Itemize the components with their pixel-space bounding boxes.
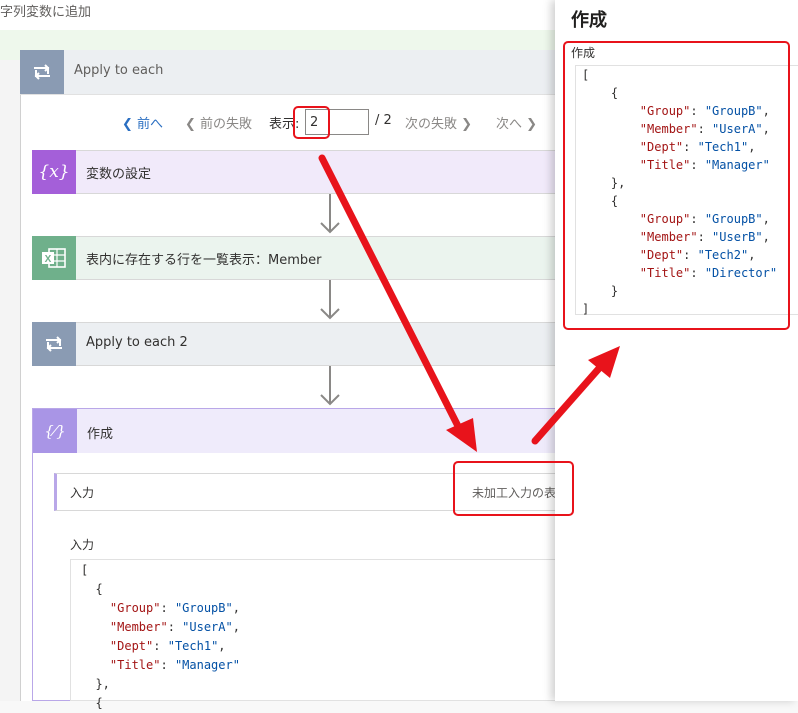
code-line: "Group": "GroupB",: [639, 212, 770, 226]
flow-arrow-icon: [320, 194, 340, 234]
code-line: "Dept": "Tech1",: [109, 639, 226, 653]
compose-input-label: 入力: [70, 538, 95, 552]
flow-arrow-icon: [320, 280, 340, 320]
compose-icon: {⁄}: [33, 409, 77, 453]
loop-icon: [20, 50, 64, 94]
code-line: "Member": "UserB",: [639, 230, 770, 244]
compose-input-row-label: 入力: [70, 486, 95, 500]
code-line: "Title": "Manager": [639, 158, 770, 172]
pager-prev-button[interactable]: ❮ 前へ: [122, 117, 164, 132]
show-raw-inputs-link[interactable]: 未加工入力の表: [472, 486, 557, 500]
pager-prev-failure-button[interactable]: ❮ 前の失敗: [185, 117, 253, 132]
code-line: },: [582, 176, 626, 190]
step-apply-to-each-2[interactable]: [32, 322, 560, 366]
code-line: "Title": "Manager": [109, 658, 240, 672]
previous-step-title: 字列変数に追加: [0, 5, 92, 20]
compose-input-row[interactable]: [54, 473, 560, 511]
chevron-right-icon: ❯: [457, 117, 473, 132]
code-line: [: [582, 68, 590, 82]
code-line: {: [582, 194, 619, 208]
code-line: "Title": "Director": [639, 266, 778, 280]
excel-icon: X: [32, 236, 76, 280]
code-line: "Member": "UserA",: [109, 620, 240, 634]
compose-input-code: [ { "Group": "GroupB", "Member": "UserA"…: [70, 559, 560, 710]
step-set-variable[interactable]: [32, 150, 560, 194]
pager-next-failure-button[interactable]: 次の失敗 ❯: [405, 117, 473, 132]
code-line: {: [81, 582, 103, 596]
code-line: [: [81, 563, 89, 577]
pager-show-label: 表示:: [269, 117, 300, 132]
annotation-raw-inputs-highlight: [453, 461, 574, 516]
pager-total: / 2: [375, 113, 392, 128]
page-number-input[interactable]: [305, 109, 369, 135]
chevron-right-icon: ❯: [522, 117, 538, 132]
code-line: "Group": "GroupB",: [639, 104, 770, 118]
chevron-left-icon: ❮: [185, 117, 201, 132]
code-line: ]: [582, 302, 590, 316]
loop-icon: [32, 322, 76, 366]
annotation-output-highlight: [563, 41, 790, 330]
code-line: },: [81, 677, 110, 691]
code-line: {: [582, 86, 619, 100]
flow-arrow-icon: [320, 366, 340, 406]
compose-title: 作成: [87, 427, 114, 442]
svg-text:X: X: [45, 254, 52, 265]
canvas-gutter: [0, 60, 20, 701]
chevron-left-icon: ❮: [122, 117, 138, 132]
code-line: "Dept": "Tech1",: [639, 140, 756, 154]
compose-output-panel: [555, 0, 798, 701]
variable-icon: {x}: [32, 150, 76, 194]
code-line: }: [582, 284, 619, 298]
step-set-variable-label: 変数の設定: [86, 167, 152, 182]
step-list-rows-label: 表内に存在する行を一覧表示：Member: [86, 253, 322, 268]
panel-output-label: 作成: [571, 46, 596, 60]
code-line: "Dept": "Tech2",: [639, 248, 756, 262]
panel-title: 作成: [571, 10, 607, 31]
panel-output-code: [ { "Group": "GroupB", "Member": "UserA"…: [575, 65, 798, 316]
annotation-page-highlight: [293, 106, 330, 139]
step-apply-to-each-2-label: Apply to each 2: [86, 335, 188, 350]
step-list-rows[interactable]: [32, 236, 560, 280]
apply-to-each-label: Apply to each: [74, 63, 164, 78]
top-bar: [0, 0, 560, 30]
code-line: "Group": "GroupB",: [109, 601, 240, 615]
apply-to-each-header[interactable]: [20, 50, 560, 95]
pager-next-button[interactable]: 次へ ❯: [496, 117, 538, 132]
code-line: "Member": "UserA",: [639, 122, 770, 136]
